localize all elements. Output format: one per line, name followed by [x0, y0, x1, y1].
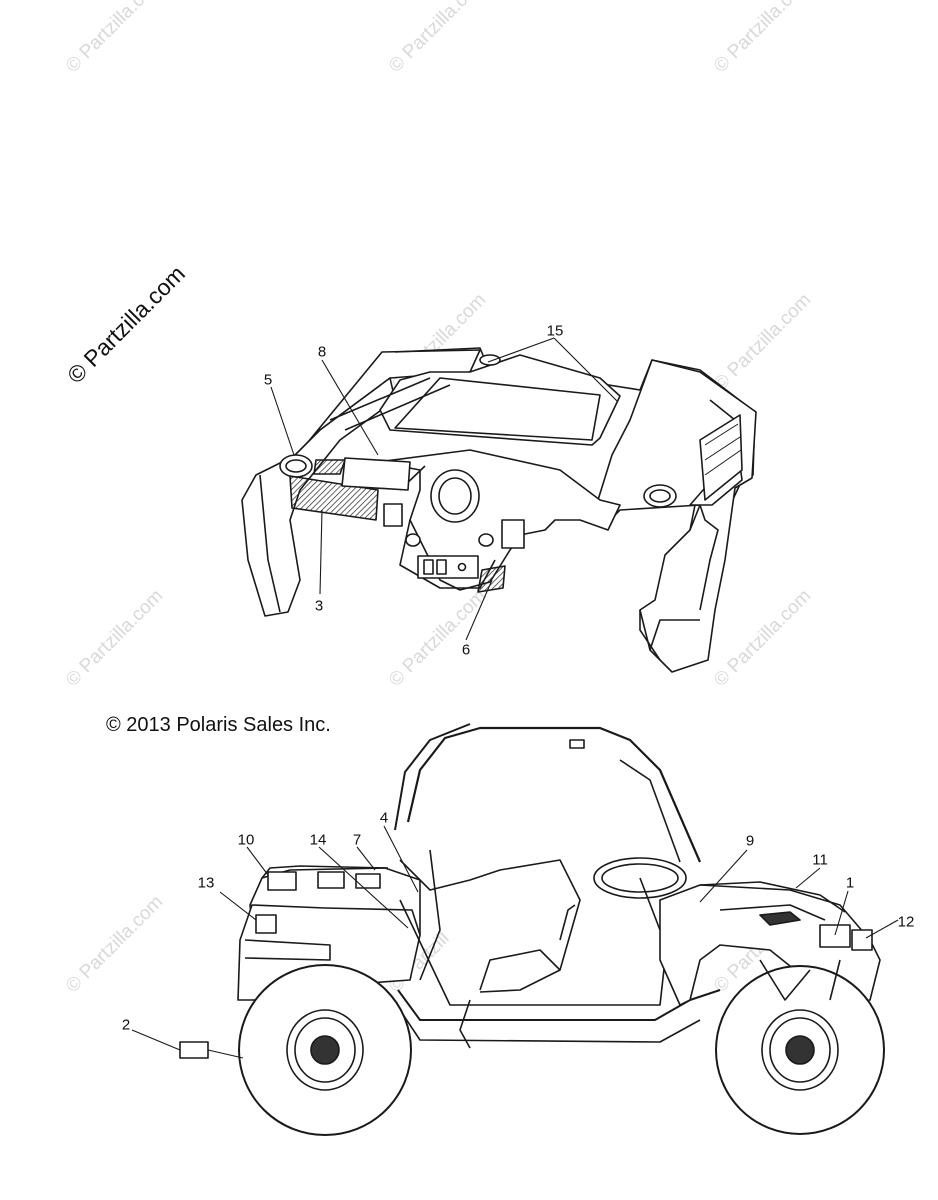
- speaker-left: [279, 454, 313, 478]
- callout-13: 13: [197, 874, 215, 892]
- callout-12: 12: [897, 913, 915, 931]
- speaker-right: [643, 484, 677, 508]
- callout-2: 2: [121, 1016, 131, 1034]
- copyright-notice: © 2013 Polaris Sales Inc.: [106, 714, 331, 736]
- callout-8: 8: [317, 343, 327, 361]
- callout-7: 7: [352, 831, 362, 849]
- callout-15: 15: [546, 322, 564, 340]
- callout-11: 11: [812, 851, 828, 869]
- callout-9: 9: [745, 832, 755, 850]
- callout-14: 14: [309, 831, 327, 849]
- callout-3: 3: [314, 597, 324, 615]
- callout-1: 1: [845, 874, 855, 892]
- callout-10: 10: [237, 831, 255, 849]
- leader-lines: [131, 337, 899, 1059]
- decal-2-box: [179, 1041, 209, 1059]
- callout-4: 4: [379, 809, 389, 827]
- callout-6: 6: [461, 641, 471, 659]
- decal-6: [477, 565, 506, 593]
- callout-5: 5: [263, 371, 273, 389]
- vehicle-side-view: [179, 723, 885, 1136]
- dashboard-assembly: [241, 347, 757, 673]
